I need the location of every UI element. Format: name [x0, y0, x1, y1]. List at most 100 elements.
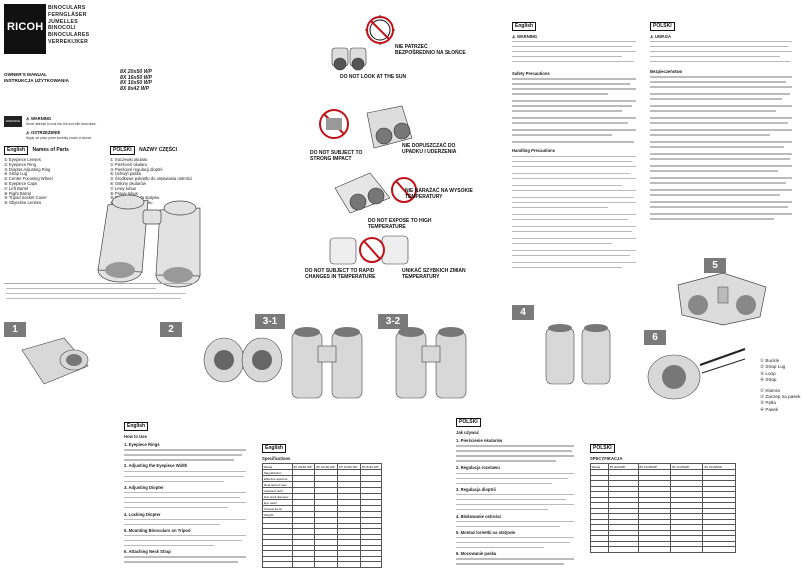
parts-en-list: ① Eyepiece Lenses ② Eyepiece Ring ③ Diop…: [4, 157, 94, 206]
footnote-block: [4, 283, 194, 303]
table-row: [590, 469, 736, 476]
step2-illustration: [203, 337, 283, 383]
no-heat-caption-en: DO NOT EXPOSE TO HIGH TEMPERATURE: [368, 218, 432, 230]
parts-pl-heading: POLSKI NAZWY CZĘŚCI: [110, 138, 210, 156]
list-item: ② Zaczep na pasek: [760, 394, 801, 400]
parts-pl-lang: POLSKI: [110, 145, 135, 155]
table-row: Weight: [262, 511, 383, 519]
how-en-section: 4. Locking Diopter: [124, 511, 161, 517]
model-name: 8X 20x50 WP: [120, 69, 153, 75]
list-item: ④ Uchwyt paska: [110, 171, 141, 177]
specs-en-table: Model 8X 20x50 WP 8X 16x50 WP 8X 10x50 W…: [262, 463, 383, 568]
warning-title-text: WARNING: [30, 116, 52, 121]
table-row: [590, 480, 736, 487]
no-heat-caption-pl: NIE NARAŻAĆ NA WYSOKIE TEMPERATURY: [405, 188, 473, 200]
how-en-section: 1. Eyepiece Rings: [124, 442, 160, 448]
no-sun-icon: [331, 15, 395, 71]
specs-pl: POLSKI SPECYFIKACJA Model 8X 8x42WP 8X 1…: [590, 436, 736, 553]
parts-en-heading: English Names of Parts: [4, 138, 94, 156]
list-item: ④ Strap Lug: [4, 171, 28, 177]
how-to-use-en: English How to Use 1. Eyepiece Rings 2. …: [124, 414, 250, 578]
list-item: ⑤ Center Focusing Wheel: [4, 176, 53, 182]
no-impact-icon: [319, 105, 413, 149]
specs-pl-title: SPECYFIKACJA: [590, 456, 623, 461]
how-pl-lang: POLSKI: [456, 417, 481, 427]
specs-en: English Specifications Model 8X 20x50 WP…: [262, 436, 383, 568]
how-en-section: 3. Adjusting Diopter: [124, 484, 164, 490]
table-row: [262, 561, 383, 568]
parts-en: English Names of Parts ① Eyepiece Lenses…: [4, 138, 94, 206]
list-item: ④ Pasek: [760, 406, 779, 412]
how-pl-section: 1. Pierścienie okularów: [456, 438, 503, 444]
no-sun-caption-en: DO NOT LOOK AT THE SUN: [340, 74, 407, 80]
safety-en-safety-title: Safety Precautions: [512, 71, 550, 77]
list-item: ⑦ Lewy tubus: [110, 185, 137, 191]
manual-title-pl: INSTRUKCJA UŻYTKOWANIA: [4, 78, 69, 83]
list-item: ① Buckle: [760, 358, 780, 363]
product-line: BINOCOLI: [48, 25, 76, 32]
list-item: ① Eyepiece Lenses: [4, 157, 41, 162]
table-row: [590, 546, 736, 553]
table-row: Model 8X 8x42WP 8X 10x50WP 8X 12x50WP 8X…: [590, 463, 736, 471]
step-badge: 4: [512, 305, 534, 320]
warning-icon: ⚠: [650, 34, 654, 39]
parts-en-title: Names of Parts: [32, 147, 69, 153]
product-line: BINOCULARES: [48, 32, 90, 39]
list-item: ⑥ Osłony okularów: [110, 180, 146, 186]
list-item: ③ Diopter Adjusting Ring: [4, 166, 51, 172]
brand-logo-box: RICOH: [4, 4, 46, 54]
step3-2-illustration: [395, 327, 467, 399]
step6-strap-illustration: [647, 348, 746, 400]
step-badge: 3-2: [378, 314, 408, 329]
brand-logo: RICOH: [7, 21, 44, 33]
safety-en-text-lines: [512, 76, 640, 148]
step-badge: 3-1: [255, 314, 285, 329]
list-item: ⑦ Left Barrel: [4, 185, 29, 191]
parts-en-lang: English: [4, 145, 29, 155]
model-name: 8X 10x50 WP: [120, 80, 153, 87]
strap-legend: ① Buckle ② Strap Lug ③ Loop ④ Strap ① Kl…: [760, 358, 800, 413]
warning-title: ⚠ WARNING: [26, 116, 51, 121]
table-row: [590, 491, 736, 498]
no-impact-caption-pl: NIE DOPUSZCZAĆ DO UPADKU I UDERZENIA: [402, 143, 457, 155]
no-temp-caption-pl: UNIKAĆ SZYBKICH ZMIAN TEMPERATURY: [402, 268, 466, 280]
list-item: ⑨ Tripod Socket Cover: [4, 195, 47, 201]
list-item: ② Pierścień okularu: [110, 161, 148, 167]
how-pl-title: Jak używać: [456, 430, 480, 435]
safety-pl-warning-title: ⚠ UWAGA: [650, 34, 671, 39]
table-row: [590, 496, 736, 504]
no-temp-caption-en: DO NOT SUBJECT TO RAPID CHANGES IN TEMPE…: [305, 268, 376, 280]
table-row: [262, 555, 383, 563]
step3-1-illustration: [291, 327, 363, 399]
how-pl-section: 2. Regulacja rozstawu: [456, 465, 500, 471]
list-item: ⑤ Środkowe pokrętło do ustawiania ostroś…: [110, 176, 192, 182]
table-row: [590, 502, 736, 509]
specs-en-lang: English: [262, 443, 287, 453]
no-sun-caption-pl: NIE PATRZEĆ BEZPOŚREDNIO NA SŁOŃCE: [395, 44, 466, 56]
step1-illustration: [21, 337, 89, 385]
safety-pl-text-lines: [650, 74, 796, 234]
list-item: ③ Loop: [760, 370, 776, 376]
how-pl-section: 5. Montaż lornetki na statywie: [456, 530, 516, 536]
binocular-parts-diagram: [97, 194, 201, 288]
list-item: ① Soczewki okularu: [110, 157, 148, 162]
how-en-section: 5. Mounting Binoculars on Tripod: [124, 528, 191, 534]
warning-badge: WARNING: [4, 116, 22, 127]
safety-en-text-lines: [512, 154, 640, 294]
table-row: [262, 528, 383, 535]
specs-pl-lang: POLSKI: [590, 443, 615, 453]
product-line: FERNGLÄSER: [48, 11, 87, 18]
model-name: 8X 8x42 WP: [120, 85, 150, 92]
warning-icon: ⚠: [26, 116, 30, 121]
step4-illustration: [545, 324, 611, 385]
how-pl-section: 4. Blokowanie ostrości: [456, 513, 502, 519]
step-badge: 5: [704, 258, 726, 273]
warning-block: WARNING ⚠ WARNING Never attempt to look …: [4, 116, 192, 148]
list-item: ③ Pierścień regulacji dioptrii: [110, 166, 163, 172]
safety-en-column: English ⚠ WARNING Safety Precautions Han…: [512, 14, 640, 294]
list-item: ⑧ Right Barrel: [4, 190, 32, 196]
step-badge: 6: [644, 330, 666, 345]
no-heat-icon: [334, 172, 417, 214]
list-item: ① Klamra: [760, 387, 780, 393]
warning-text: Never attempt to look into the sun with …: [26, 122, 97, 126]
